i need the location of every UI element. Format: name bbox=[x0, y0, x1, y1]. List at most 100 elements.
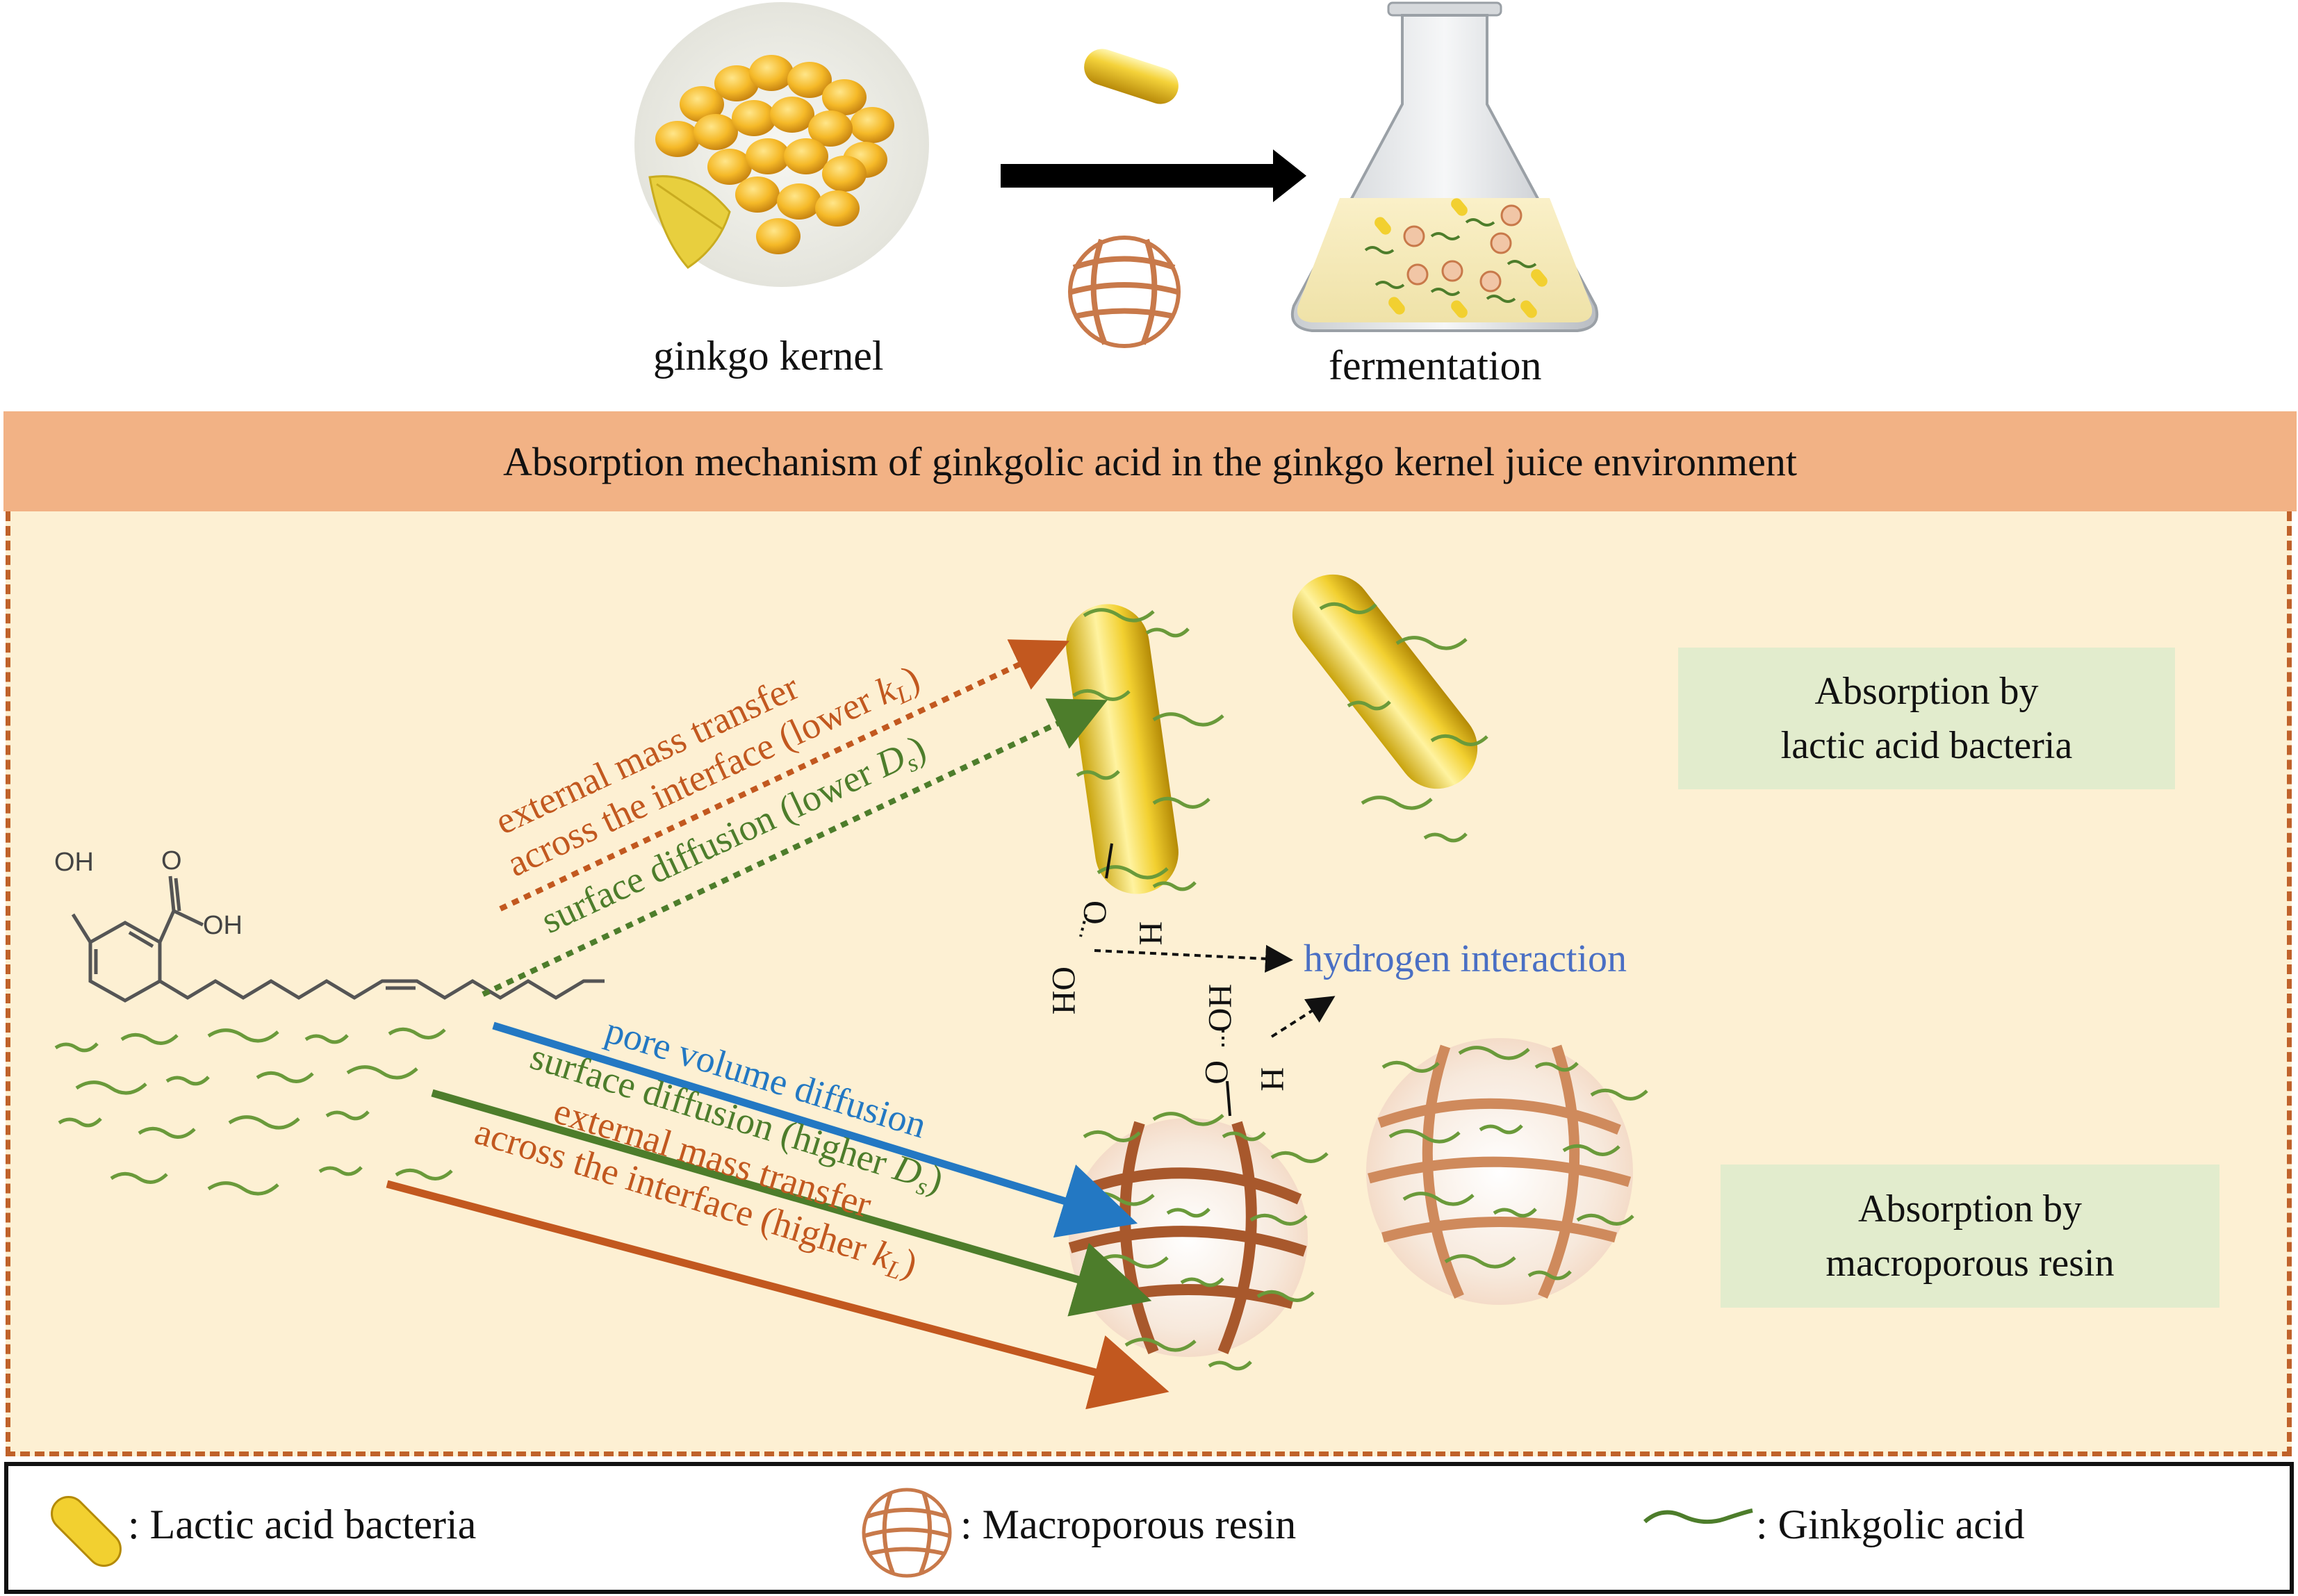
banner-title: Absorption mechanism of ginkgolic acid i… bbox=[502, 438, 1797, 484]
flask-resin bbox=[1490, 232, 1512, 254]
molecule-oh-label: OH bbox=[54, 848, 94, 877]
ginkgo-nut bbox=[787, 62, 832, 98]
hydrogen-arrow-lower bbox=[1270, 996, 1336, 1038]
lower-ho-label: HO bbox=[1201, 984, 1238, 1032]
ginkgolic-acid-squiggle bbox=[1152, 796, 1210, 809]
flask-resin bbox=[1406, 263, 1429, 286]
ginkgo-nut bbox=[850, 107, 894, 143]
mechanism-banner: Absorption mechanism of ginkgolic acid i… bbox=[3, 411, 2297, 511]
flask-acid bbox=[1507, 260, 1537, 268]
ginkgolic-acid-squiggle bbox=[138, 1126, 196, 1139]
ginkgolic-acid-squiggle bbox=[1395, 636, 1468, 650]
ginkgolic-acid-squiggle bbox=[1361, 796, 1433, 810]
ginkgolic-acid-squiggle bbox=[1152, 712, 1224, 727]
ginkgolic-acid-squiggle bbox=[1527, 1270, 1572, 1281]
ginkgo-nut bbox=[815, 190, 860, 227]
flask-bacteria bbox=[1520, 300, 1537, 318]
ginkgolic-acid-squiggle bbox=[75, 1080, 147, 1095]
ginkgolic-acid-squiggle bbox=[1222, 1131, 1266, 1142]
resin-box-line2: macroporous resin bbox=[1825, 1242, 2115, 1285]
upper-o-label: O bbox=[1076, 900, 1113, 925]
ginkgolic-acid-squiggle bbox=[110, 1171, 168, 1184]
hydrogen-bond-lower: O H HO bbox=[1198, 984, 1290, 1117]
surface-diffusion-higher-arrow bbox=[431, 1089, 1152, 1317]
ginkgo-nut bbox=[735, 176, 780, 213]
legend-lab-label: : Lactic acid bacteria bbox=[128, 1502, 477, 1547]
flask-resin bbox=[1500, 204, 1523, 227]
surface-diffusion-lower-arrow bbox=[482, 698, 1108, 997]
flask-resin bbox=[1479, 270, 1502, 293]
ginkgolic-acid-squiggle bbox=[1083, 608, 1155, 623]
lower-o-label: O bbox=[1198, 1060, 1235, 1085]
flask-acid bbox=[1486, 295, 1516, 303]
fermentation-label: fermentation bbox=[1329, 343, 1542, 388]
hydrogen-interaction-label: hydrogen interaction bbox=[1304, 937, 1627, 980]
ginkgo-nut bbox=[714, 65, 759, 101]
macroporous-resin-ball-2 bbox=[1366, 1038, 1633, 1305]
ginkgolic-acid-squiggle bbox=[1256, 1290, 1315, 1302]
ginkgolic-acid-squiggle bbox=[207, 1028, 279, 1043]
ginkgolic-acid-squiggle bbox=[1534, 1062, 1579, 1072]
mechanism-graphics: OH O OH external mass transfer across th… bbox=[54, 574, 1648, 1410]
ginkgolic-acid-squiggle bbox=[1430, 734, 1488, 746]
ginkgolic-acid-squiggle bbox=[1076, 770, 1120, 780]
legend-box: : Lactic acid bacteria : Macroporous res… bbox=[4, 1462, 2294, 1594]
legend-resin-icon bbox=[862, 1488, 952, 1578]
lab-absorption-box: Absorption by lactic acid bacteria bbox=[1678, 648, 2175, 789]
flask-acid bbox=[1374, 281, 1405, 289]
flask-acid bbox=[1364, 246, 1395, 254]
flask-acid bbox=[1430, 232, 1461, 240]
ext-mass-transfer-lower-arrow bbox=[499, 639, 1069, 912]
ginkgolic-acid-squiggle bbox=[1347, 700, 1391, 711]
flask-resin bbox=[1403, 225, 1425, 247]
ginkgolic-acid-squiggle bbox=[388, 1027, 446, 1039]
ginkgolic-acid-squiggle bbox=[54, 1042, 99, 1053]
erlenmeyer-flask bbox=[1290, 1, 1599, 332]
ginkgo-nut bbox=[749, 55, 794, 91]
lactic-acid-bacteria-rod-1 bbox=[1066, 604, 1179, 894]
ginkgo-kernel-label: ginkgo kernel bbox=[653, 333, 884, 379]
ginkgo-nut bbox=[770, 97, 814, 133]
ginkgolic-acid-squiggle bbox=[1402, 1192, 1475, 1206]
ginkgolic-acid-squiggle bbox=[207, 1181, 279, 1196]
ginkgo-nut bbox=[822, 79, 867, 115]
resin-box-line1: Absorption by bbox=[1858, 1187, 2082, 1231]
ginkgolic-acid-squiggle bbox=[58, 1117, 102, 1128]
hydrogen-arrow-upper bbox=[1094, 944, 1293, 973]
macroporous-resin-ball-1 bbox=[1068, 1118, 1308, 1357]
upper-oh-label: OH bbox=[1045, 966, 1082, 1014]
resin-absorption-box: Absorption by macroporous resin bbox=[1721, 1165, 2219, 1308]
pore-volume-diffusion-arrow bbox=[492, 1021, 1138, 1238]
legend-acid-label: : Ginkgolic acid bbox=[1756, 1502, 2025, 1547]
ginkgo-nut bbox=[756, 218, 801, 254]
ginkgo-nut bbox=[655, 121, 700, 157]
ginkgolic-acid-squiggle bbox=[1423, 832, 1468, 843]
ext-mass-transfer-higher-arrow bbox=[386, 1180, 1169, 1410]
ginkgo-nut bbox=[808, 110, 853, 147]
ginkgo-nut bbox=[777, 183, 821, 220]
lab-box-line2: lactic acid bacteria bbox=[1780, 724, 2073, 767]
ginkgolic-acid-squiggle bbox=[228, 1115, 300, 1130]
ginkgolic-acid-squiggle bbox=[395, 1168, 453, 1180]
ginkgo-nut bbox=[784, 138, 828, 174]
ginkgo-nut bbox=[822, 156, 867, 192]
flask-bacteria bbox=[1451, 198, 1468, 216]
upper-h-label: H bbox=[1132, 921, 1169, 946]
ginkgolic-acid-squiggle bbox=[1083, 1130, 1141, 1142]
ginkgolic-acid-squiggle bbox=[1166, 1208, 1210, 1218]
flask-bacteria bbox=[1451, 300, 1468, 318]
lab-box-line1: Absorption by bbox=[1814, 669, 2039, 713]
ginkgolic-acid-squiggle bbox=[1145, 627, 1190, 638]
ginkgolic-acid-squiggle bbox=[304, 1034, 349, 1044]
ginkgolic-acid-squiggle bbox=[165, 1076, 210, 1086]
macroporous-resin-ball bbox=[1068, 236, 1181, 348]
ginkgolic-acid-squiggle bbox=[1381, 1060, 1440, 1073]
ginkgolic-acid-squiggle bbox=[1458, 1046, 1530, 1060]
legend-lab-icon bbox=[51, 1496, 122, 1567]
ginkgo-nut bbox=[680, 86, 724, 122]
ginkgo-nut bbox=[746, 138, 790, 174]
ginkgolic-acid-molecule bbox=[71, 875, 605, 1003]
flask-bacteria bbox=[1374, 217, 1391, 235]
ginkgolic-acid-squiggle bbox=[1249, 1213, 1308, 1226]
